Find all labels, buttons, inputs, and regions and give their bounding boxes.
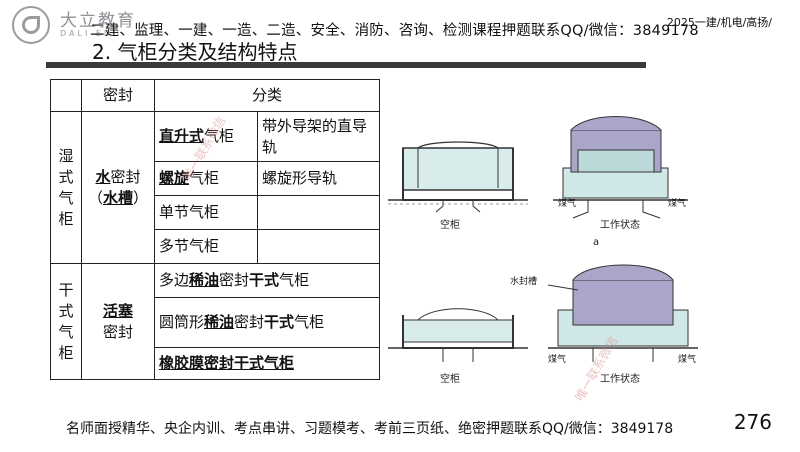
- gas-out-label-2: 煤气: [678, 353, 696, 365]
- logo: 大立教育 DALI EDU: [12, 4, 162, 48]
- dry-r3: 橡胶膜密封干式气柜: [154, 347, 380, 380]
- gas-out-label-1: 煤气: [668, 197, 686, 209]
- water-seal-label: 水封槽: [510, 275, 537, 287]
- dry-r2: 圆筒形稀油密封干式气柜: [154, 297, 380, 348]
- wet-r1-feature: 带外导架的直导轨: [257, 111, 380, 162]
- table-corner: [50, 79, 82, 112]
- wet-r2-name: 螺旋气柜: [154, 161, 258, 196]
- header-line: 二建、监理、一建、一造、二造、安全、消防、咨询、检测课程押题联系QQ/微信：38…: [90, 23, 699, 39]
- dry-r1: 多边稀油密封干式气柜: [154, 263, 380, 298]
- header-class: 分类: [154, 79, 380, 112]
- dry-seal: 活塞密封: [81, 263, 155, 380]
- working-wet-figure-2: [547, 264, 698, 362]
- empty-wet-figure-2: [388, 308, 528, 362]
- wet-r2-feature: 螺旋形导轨: [257, 161, 380, 196]
- wet-r4-feature: [257, 229, 380, 264]
- figure-a-label: a: [593, 237, 599, 248]
- logo-name: 大立教育: [60, 11, 136, 31]
- logo-icon: [12, 6, 50, 44]
- page-title: 2. 气柜分类及结构特点: [92, 40, 298, 64]
- wet-r3-feature: [257, 195, 380, 230]
- table-row: 圆筒形稀油密封干式气柜: [51, 297, 380, 348]
- wet-r3-name: 单节气柜: [154, 195, 258, 230]
- table-row: 多节气柜: [51, 229, 380, 264]
- header-right: 2025一建/机电/高扬/: [666, 16, 772, 29]
- wet-group: 湿式气柜: [50, 111, 82, 264]
- title-bar: [46, 62, 646, 68]
- empty-wet-figure: [388, 141, 528, 213]
- header-seal: 密封: [81, 79, 155, 112]
- table-row: 湿式气柜 水密封 （水槽） 直升式气柜 带外导架的直导轨: [50, 111, 380, 264]
- wet-seal: 水密封 （水槽）: [81, 111, 155, 264]
- classification-table: 密封 分类 湿式气柜 水密封 （水槽） 直升式气柜 带外导架的直导轨 螺旋气柜 …: [50, 79, 380, 380]
- gas-in-label-2: 煤气: [548, 353, 566, 365]
- working-label-1: 工作状态: [600, 218, 640, 231]
- empty-label-2: 空柜: [440, 372, 460, 385]
- table-row: 单节气柜: [51, 195, 380, 230]
- gas-in-label-1: 煤气: [558, 197, 576, 209]
- empty-label-1: 空柜: [440, 218, 460, 231]
- working-label-2: 工作状态: [600, 372, 640, 385]
- footer-text: 名师面授精华、央企内训、考点串讲、习题模考、考前三页纸、绝密押题联系QQ/微信：…: [66, 421, 674, 437]
- dry-group: 干式气柜: [50, 263, 82, 380]
- working-wet-figure: [553, 116, 688, 219]
- gasholder-figures: 空柜 煤气 煤气 工作状态 a 空柜 水封槽 煤气 煤气 工作状态: [388, 116, 698, 385]
- page-number: 276: [733, 410, 772, 434]
- table-row: 橡胶膜密封干式气柜: [51, 347, 380, 380]
- table-row: 干式气柜 活塞密封 多边稀油密封干式气柜: [50, 263, 380, 380]
- logo-subtitle: DALI EDU: [60, 29, 122, 38]
- table-row: 密封 分类: [50, 79, 380, 112]
- wet-r4-name: 多节气柜: [154, 229, 258, 264]
